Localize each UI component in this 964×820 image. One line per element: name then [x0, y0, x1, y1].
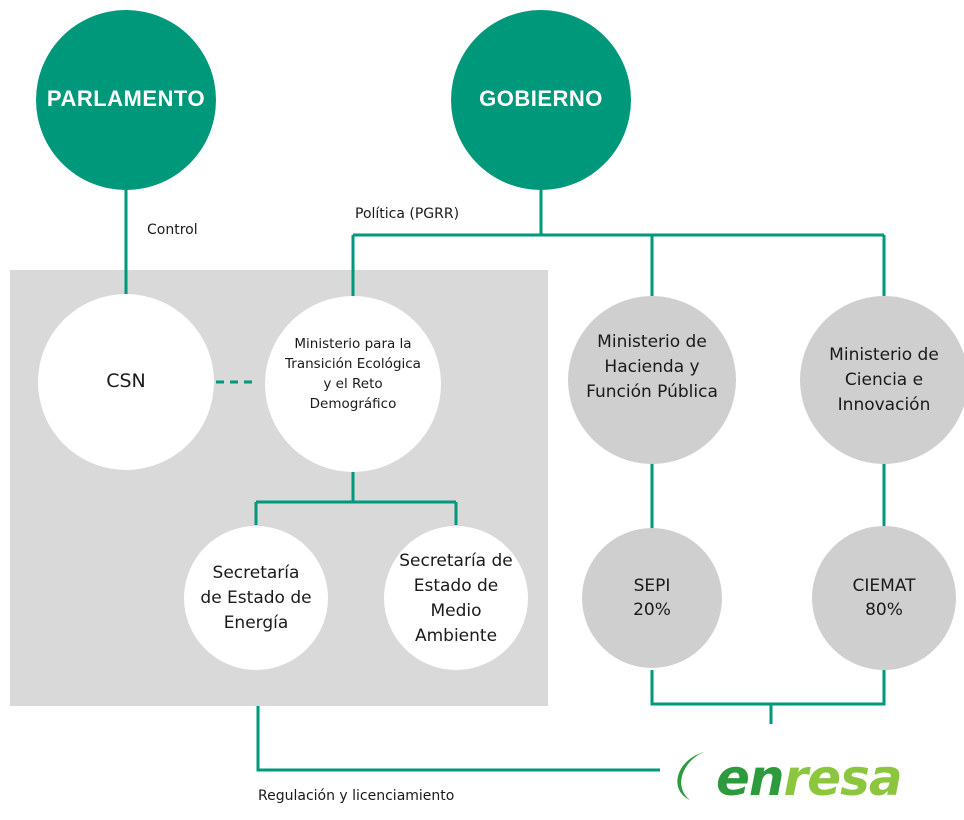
enresa-logo-part2: resa	[783, 749, 903, 807]
node-hacienda: Ministerio de Hacienda y Función Pública	[586, 332, 718, 402]
node-medio-ambiente: Secretaría de Estado de Medio Ambiente	[399, 551, 513, 646]
connectors	[124, 190, 886, 772]
edge-label-control: Control	[147, 222, 198, 238]
node-sepi: SEPI 20%	[602, 574, 702, 622]
circle-medio-ambiente	[384, 526, 528, 670]
edge-regulacion	[256, 706, 660, 772]
edge-sepi-ciemat-join	[650, 670, 886, 706]
circle-ciemat	[812, 526, 956, 670]
node-gobierno: GOBIERNO	[479, 86, 603, 111]
circle-parlamento	[36, 10, 216, 190]
node-csn: CSN	[106, 370, 146, 392]
circle-energia	[184, 526, 328, 670]
node-sepi-pct: 20%	[633, 600, 671, 620]
node-sepi-name: SEPI	[633, 576, 671, 596]
circle-gobierno	[451, 10, 631, 190]
circle-sepi	[582, 528, 722, 668]
edge-label-politica: Política (PGRR)	[355, 206, 460, 222]
circle-csn	[38, 294, 214, 470]
enresa-logo: enresa	[716, 748, 903, 808]
node-mitero: Ministerio para la Transición Ecológica …	[285, 336, 421, 412]
node-ciemat: CIEMAT 80%	[829, 574, 939, 622]
circle-ciencia	[800, 296, 964, 464]
circle-mitero	[265, 296, 441, 472]
node-energia: Secretaría de Estado de Energía	[200, 563, 312, 633]
enresa-logo-swoosh	[677, 752, 704, 800]
edge-label-regulacion: Regulación y licenciamiento	[258, 788, 455, 804]
circle-hacienda	[568, 296, 736, 464]
node-ciencia: Ministerio de Ciencia e Innovación	[829, 345, 939, 415]
node-ciemat-name: CIEMAT	[852, 576, 916, 596]
enresa-logo-part1: en	[716, 749, 785, 807]
node-parlamento: PARLAMENTO	[46, 86, 206, 111]
node-ciemat-pct: 80%	[865, 600, 903, 620]
